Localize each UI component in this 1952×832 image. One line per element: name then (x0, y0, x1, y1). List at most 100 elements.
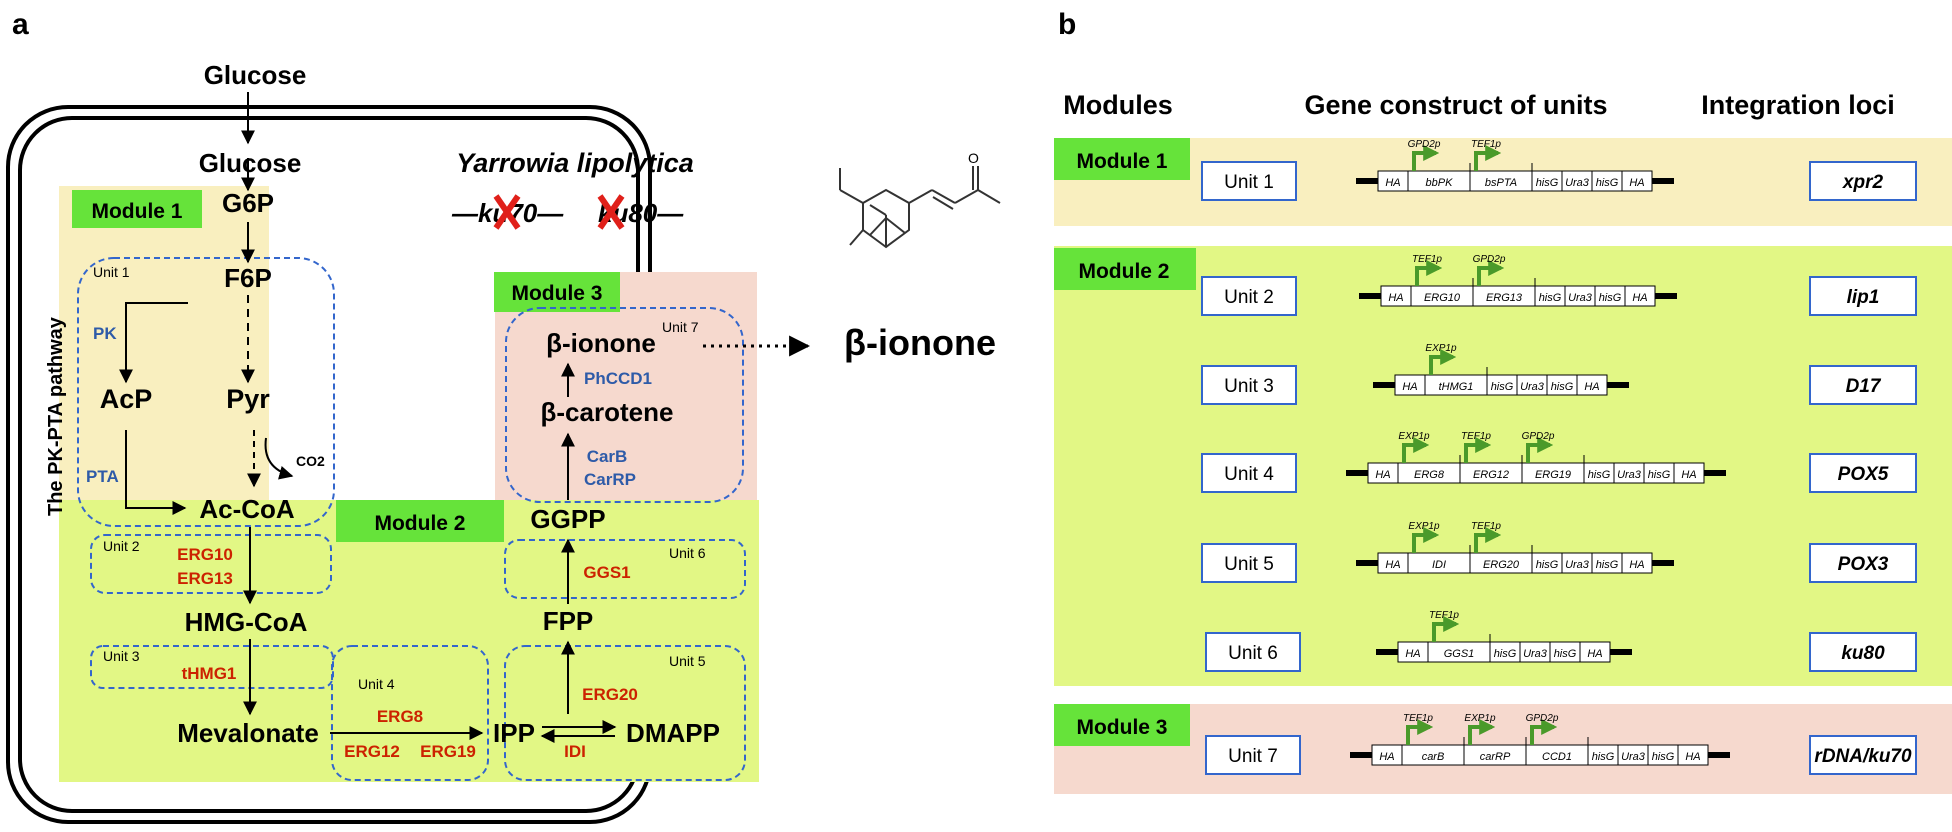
arrow-f6p-acp (119, 302, 188, 384)
promoter-label: TEF1p (1471, 139, 1501, 150)
promoter-label: TEF1p (1471, 521, 1501, 532)
construct-part-label: HA (1405, 648, 1420, 660)
construct-part-label: hisG (1494, 648, 1517, 660)
promoter-arrow-icon (1468, 719, 1496, 745)
locus-box (1809, 161, 1917, 201)
metabolite-ac-coa: Ac-CoA (199, 494, 295, 524)
module-2-badge (336, 500, 504, 542)
unit-name-box (1205, 735, 1301, 775)
construct-part-label: HA (1379, 751, 1394, 763)
unit-5-tag: Unit 5 (669, 653, 706, 669)
locus-box (1809, 276, 1917, 316)
construct-part-label: HA (1385, 177, 1400, 189)
integration-locus: rDNA/ku70 (1814, 746, 1912, 767)
locus-box (1809, 632, 1917, 672)
construct-part-label: Ura3 (1523, 648, 1548, 660)
promoter-arrow-icon (1474, 145, 1502, 171)
unit-3-tag: Unit 3 (103, 648, 140, 664)
metabolite-ipp: IPP (493, 718, 535, 748)
promoter-label: GPD2p (1473, 254, 1506, 265)
arrow-co2-release (264, 437, 294, 480)
module-1-badge (72, 190, 202, 228)
construct-part-label: hisG (1648, 469, 1671, 481)
locus-box (1809, 735, 1917, 775)
construct-part-label: bsPTA (1485, 177, 1517, 189)
enzyme-carb: CarB (587, 447, 628, 466)
construct-part (1621, 170, 1653, 192)
metabolite-pyr: Pyr (226, 384, 270, 414)
construct-part-label: carB (1422, 751, 1445, 763)
unit-name: Unit 6 (1228, 643, 1278, 664)
construct-part-label: Ura3 (1520, 381, 1545, 393)
construct-part-label: Ura3 (1565, 177, 1590, 189)
unit-5-box (504, 645, 746, 781)
organism-name: Yarrowia lipolytica (456, 148, 694, 178)
knockout-x-icon (493, 194, 521, 230)
panel-a-label: a (12, 8, 29, 41)
glucose-outside: Glucose (204, 60, 307, 90)
unit-name-box (1201, 543, 1297, 583)
construct-part-label: hisG (1588, 469, 1611, 481)
unit-2-tag: Unit 2 (103, 538, 140, 554)
unit-name-box (1201, 276, 1297, 316)
product-beta-ionone: β-ionone (844, 322, 996, 363)
promoter-label: TEF1p (1412, 254, 1442, 265)
svg-text:O: O (968, 150, 979, 166)
construct-part-label: HA (1385, 559, 1400, 571)
construct-part-label: HA (1681, 469, 1696, 481)
construct-part-label: IDI (1432, 559, 1446, 571)
metabolite-acp: AcP (100, 384, 153, 414)
promoter-arrow-icon (1526, 437, 1554, 463)
promoter-label: EXP1p (1408, 521, 1440, 532)
co2-label: CO2 (296, 453, 325, 469)
module-3-label: Module 3 (511, 282, 602, 305)
locus-box (1809, 453, 1917, 493)
module-1-band-badge (1054, 138, 1190, 180)
promoter-arrow-icon (1474, 527, 1502, 553)
integration-locus: POX3 (1838, 554, 1889, 575)
construct-part-label: ERG8 (1414, 469, 1445, 481)
enzyme-erg13: ERG13 (177, 569, 233, 588)
promoter-arrow-icon (1406, 719, 1434, 745)
construct-part-label: hisG (1491, 381, 1514, 393)
construct-part (1579, 641, 1611, 663)
header-gene-construct: Gene construct of units (1304, 90, 1607, 120)
enzyme-ggs1: GGS1 (583, 563, 630, 582)
construct-part (1624, 285, 1656, 307)
integration-locus: POX5 (1838, 464, 1889, 485)
enzyme-erg8: ERG8 (377, 707, 423, 726)
construct-part-label: CCD1 (1542, 751, 1572, 763)
enzyme-erg12: ERG12 (344, 742, 400, 761)
construct-part-label: ERG12 (1473, 469, 1509, 481)
promoter-label: GPD2p (1522, 431, 1555, 442)
locus-box (1809, 365, 1917, 405)
construct-part-label: hisG (1551, 381, 1574, 393)
construct-part-label: bbPK (1426, 177, 1454, 189)
construct-part (1576, 374, 1608, 396)
unit-name: Unit 7 (1228, 746, 1278, 767)
construct-part-label: Ura3 (1568, 292, 1593, 304)
module-2-band-badge (1054, 248, 1196, 290)
construct-part-label: HA (1629, 177, 1644, 189)
promoter-label: TEF1p (1403, 713, 1433, 724)
unit-7-box (505, 307, 744, 503)
construct-part-label: hisG (1536, 559, 1559, 571)
construct-part-label: HA (1402, 381, 1417, 393)
unit-6-box (504, 539, 746, 599)
construct-part-label: ERG19 (1535, 469, 1571, 481)
metabolite-ggpp: GGPP (530, 504, 605, 534)
unit-1-tag: Unit 1 (93, 264, 130, 280)
construct-part-label: GGS1 (1444, 648, 1475, 660)
construct-part-label: Ura3 (1617, 469, 1642, 481)
construct-part-label: HA (1629, 559, 1644, 571)
panel-a: a Module 1 Module 2 Module 3 Unit 1 Unit… (6, 8, 1001, 824)
arrow-acp-accoa (125, 430, 187, 515)
construct-part-label: HA (1632, 292, 1647, 304)
metabolite-mevalonate: Mevalonate (177, 718, 319, 748)
enzyme-carrp: CarRP (584, 470, 636, 489)
